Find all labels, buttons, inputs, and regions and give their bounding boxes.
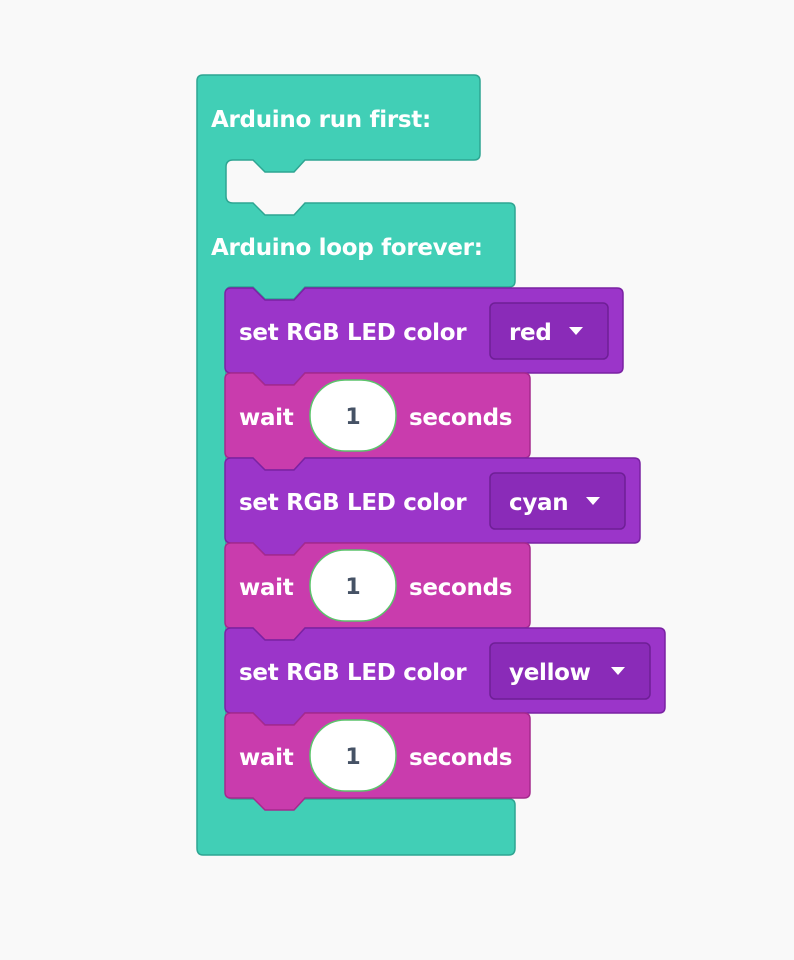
loop-forever-label: Arduino loop forever: <box>211 235 483 261</box>
seconds-number-value: 1 <box>345 575 360 600</box>
caret-down-icon <box>586 497 600 505</box>
set-led-color-block-cyan[interactable]: set RGB LED color cyan <box>224 457 641 556</box>
set-led-color-block-yellow[interactable]: set RGB LED color yellow <box>224 627 666 726</box>
seconds-label: seconds <box>409 405 512 431</box>
seconds-number-input[interactable] <box>309 549 397 622</box>
wait-block[interactable]: wait 1 seconds <box>224 712 531 811</box>
wait-block[interactable]: wait 1 seconds <box>224 372 531 471</box>
seconds-number-input[interactable] <box>309 719 397 792</box>
seconds-number-input[interactable] <box>309 379 397 452</box>
seconds-label: seconds <box>409 575 512 601</box>
seconds-label: seconds <box>409 745 512 771</box>
wait-block[interactable]: wait 1 seconds <box>224 542 531 641</box>
color-dropdown[interactable]: yellow <box>489 642 651 700</box>
caret-down-icon <box>569 327 583 335</box>
set-led-color-block-red[interactable]: set RGB LED color red <box>224 287 624 386</box>
color-dropdown[interactable]: red <box>489 302 609 360</box>
caret-down-icon <box>611 667 625 675</box>
wait-label: wait <box>239 745 294 771</box>
set-led-label: set RGB LED color <box>239 660 467 686</box>
run-first-label: Arduino run first: <box>211 107 431 133</box>
set-led-label: set RGB LED color <box>239 320 467 346</box>
seconds-number-value: 1 <box>345 405 360 430</box>
wait-label: wait <box>239 405 294 431</box>
arduino-event-block[interactable] <box>196 74 516 856</box>
color-dropdown-value: red <box>509 320 552 346</box>
color-dropdown-value: cyan <box>509 490 568 516</box>
color-dropdown[interactable]: cyan <box>489 472 626 530</box>
set-led-label: set RGB LED color <box>239 490 467 516</box>
wait-label: wait <box>239 575 294 601</box>
color-dropdown-value: yellow <box>509 660 591 686</box>
seconds-number-value: 1 <box>345 745 360 770</box>
